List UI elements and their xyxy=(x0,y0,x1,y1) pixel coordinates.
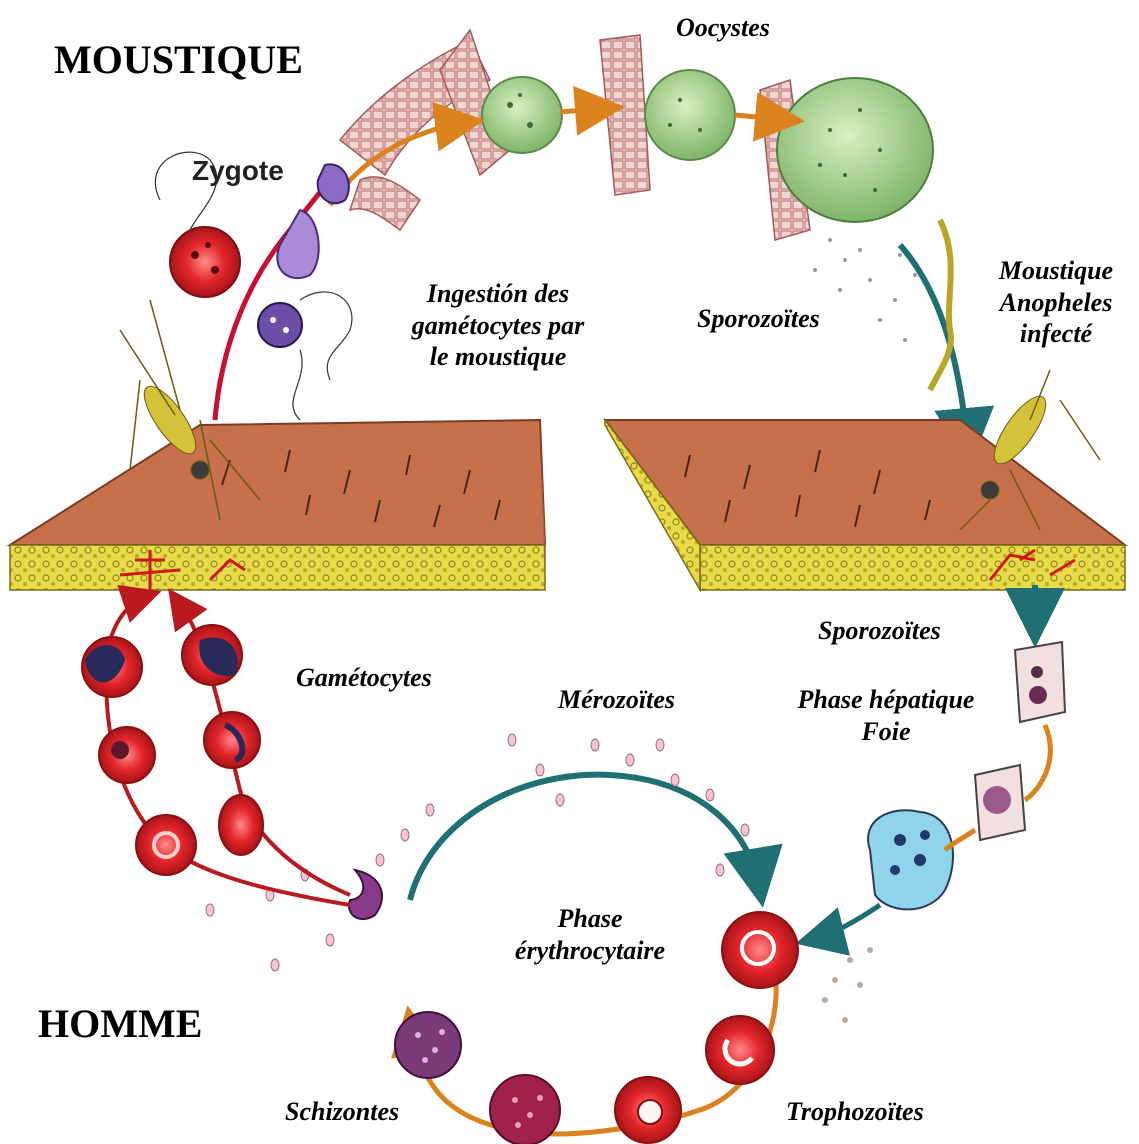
infected-line-3: infecté xyxy=(978,318,1134,350)
merozoites-label: Mérozoïtes xyxy=(558,684,675,716)
gametocytes-label: Gamétocytes xyxy=(296,662,432,694)
liver-cells xyxy=(868,642,1065,909)
trophozoites-label: Trophozoïtes xyxy=(786,1096,924,1128)
ingestion-line-1: Ingestión des xyxy=(378,278,618,310)
gametocyte-cells xyxy=(82,625,263,875)
infected-mosquito-label: Moustique Anopheles infecté xyxy=(978,255,1134,350)
oocysts-label: Oocystes xyxy=(676,12,770,44)
hepatic-line-2: Foie xyxy=(768,716,1004,748)
infected-line-2: Anopheles xyxy=(978,287,1134,319)
hepatic-line-1: Phase hépatique xyxy=(768,684,1004,716)
ingestion-label: Ingestión des gamétocytes par le moustiq… xyxy=(378,278,618,373)
sporozoite-spray xyxy=(813,238,917,342)
stomach-wall xyxy=(340,30,810,240)
zygote-label: Zygote xyxy=(192,155,284,187)
mosquito-title: MOUSTIQUE xyxy=(54,36,303,83)
human-title: HOMME xyxy=(38,1000,202,1047)
gametes-illustration xyxy=(155,152,352,420)
ingestion-line-2: gamétocytes par xyxy=(378,310,618,342)
erythrocytic-phase-label: Phase érythrocytaire xyxy=(480,903,700,966)
infected-line-1: Moustique xyxy=(978,255,1134,287)
erythro-line-2: érythrocytaire xyxy=(480,935,700,967)
erythro-line-1: Phase xyxy=(480,903,700,935)
ingestion-line-3: le moustique xyxy=(378,341,618,373)
skin-block-right xyxy=(605,420,1125,590)
skin-block-left xyxy=(10,420,545,595)
sporozoites-top-label: Sporozoïtes xyxy=(697,303,820,335)
oocysts-illustration xyxy=(482,70,933,222)
schizonts-label: Schizontes xyxy=(285,1096,399,1128)
sporozoites-right-label: Sporozoïtes xyxy=(818,615,941,647)
hepatic-phase-label: Phase hépatique Foie xyxy=(768,684,1004,747)
